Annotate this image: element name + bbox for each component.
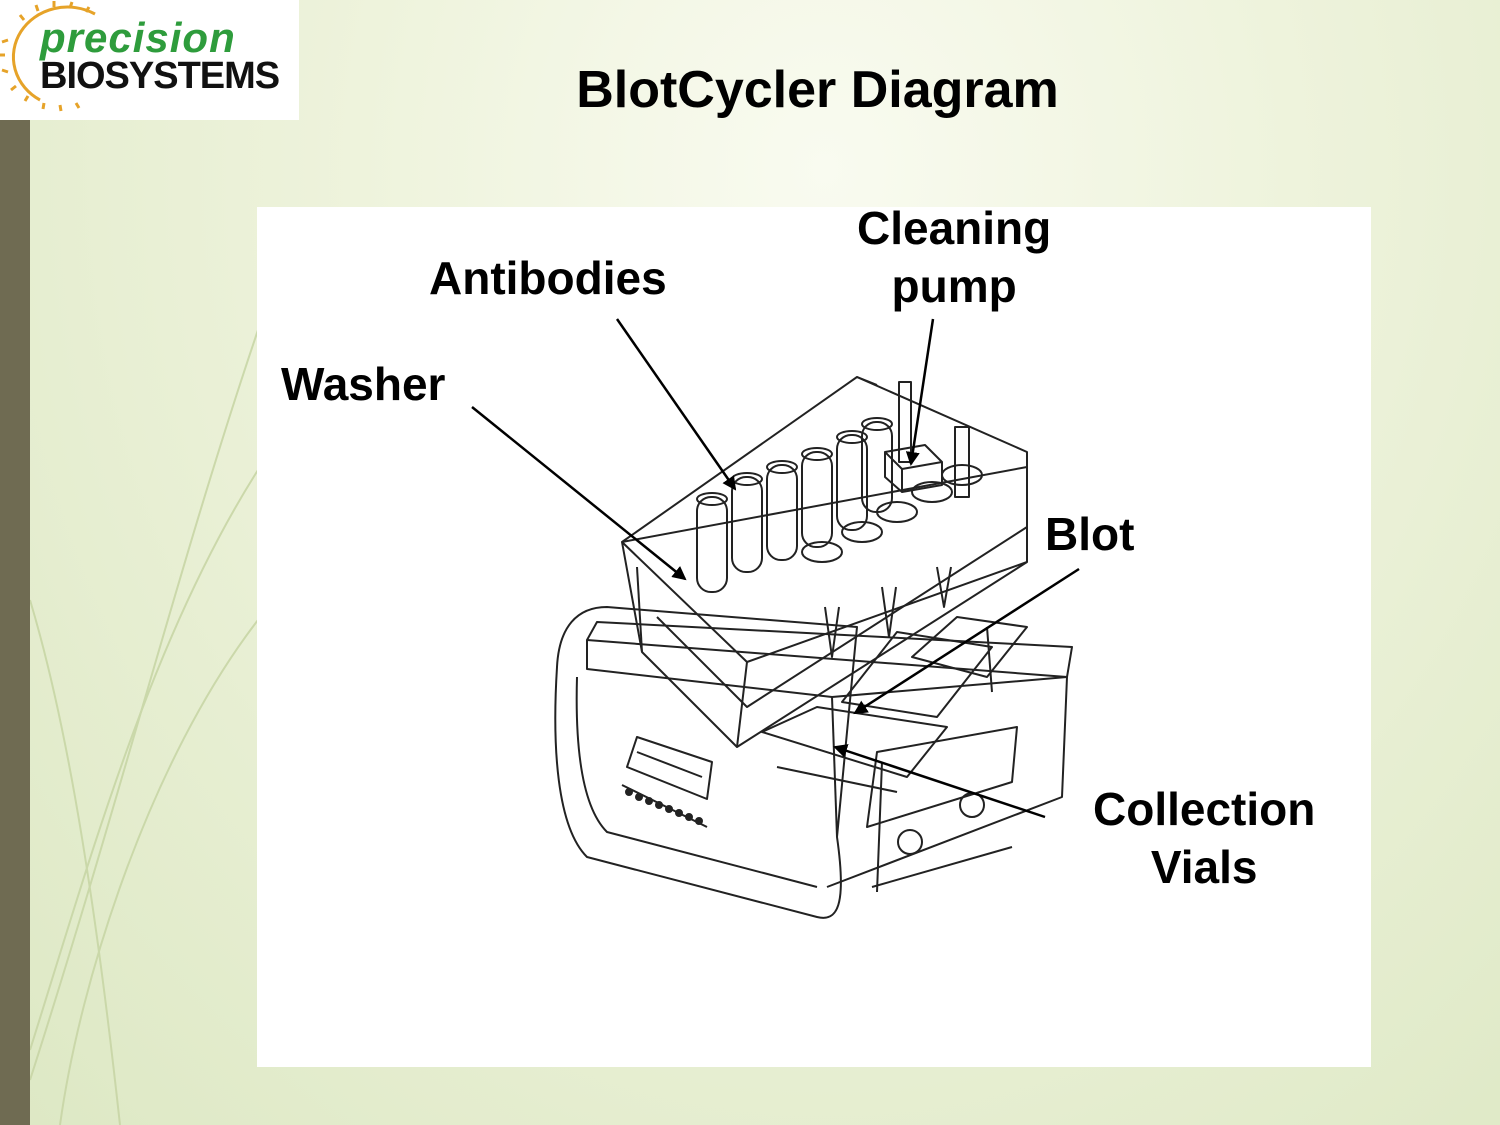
label-cleaning-pump: Cleaning pump [857,207,1051,315]
label-cleaning-pump-line2: pump [891,260,1017,312]
page-title: BlotCycler Diagram [576,61,1059,119]
logo-word-biosystems: BIOSYSTEMS [40,55,280,97]
blot-arrow [853,567,1080,715]
label-antibodies: Antibodies [429,252,667,304]
precision-biosystems-logo: precision BIOSYSTEMS [0,0,299,120]
antibodies-arrow [615,318,737,491]
label-collection-vials: Collection Vials [1093,780,1315,896]
label-washer: Washer [281,358,446,410]
collection-vials-arrow [833,744,1046,819]
diagram-panel: Antibodies Cleaning pump Washer Blot Col… [257,207,1371,1067]
annotation-arrows [471,318,1080,819]
label-collection-vials-line2: Vials [1150,841,1258,893]
label-blot: Blot [1045,508,1135,560]
blotcycler-drawing [554,376,1073,919]
cleaning-pump-arrow [905,318,935,466]
logo-gear-icon [0,1,96,112]
label-collection-vials-line1: Collection [1093,783,1316,835]
washer-arrow [471,406,687,581]
label-cleaning-pump-line1: Cleaning [857,207,1052,254]
logo-word-precision: precision [40,14,236,61]
left-sidebar-bar [0,118,30,1125]
